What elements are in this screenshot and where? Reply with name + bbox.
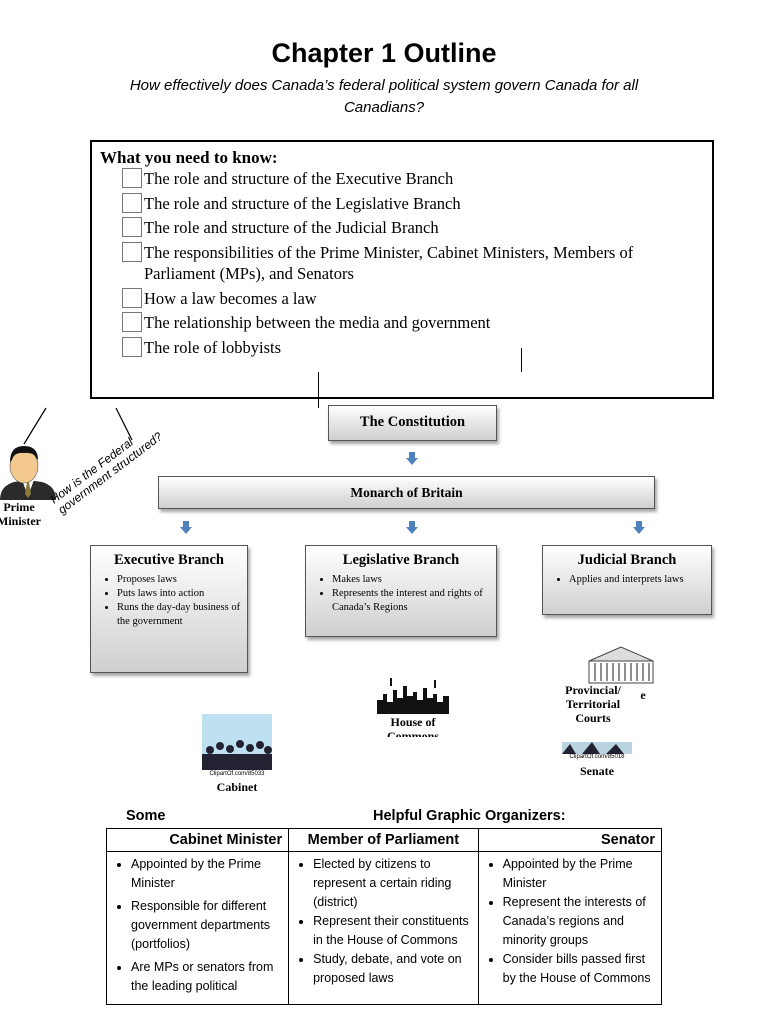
house-of-commons-image [377,678,449,714]
list-item: Represent the interests of Canada’s regi… [503,893,657,950]
checkbox[interactable] [122,242,142,262]
arrow-down-icon [406,521,418,534]
courts-building-image [588,646,654,684]
arrow-down-icon [180,521,192,534]
executive-branch-title: Executive Branch [114,552,224,568]
checklist-item-label: The role and structure of the Judicial B… [144,218,439,237]
list-item: Represents the interest and rights of Ca… [332,587,496,615]
column-header: Cabinet Minister [105,828,290,852]
table-row: Appointed by the Prime Minister Responsi… [105,851,663,1005]
checkbox[interactable] [122,168,142,188]
organizer-table: Cabinet Minister Member of Parliament Se… [105,828,663,1005]
house-of-commons-label: House of Commons [386,715,439,737]
monarch-label: Monarch of Britain [350,485,463,500]
need-to-know-box [90,140,714,399]
checkbox[interactable] [122,312,142,332]
executive-branch-box: Executive Branch Proposes laws Puts laws… [90,545,248,673]
list-item: Study, debate, and vote on proposed laws [313,950,474,988]
checklist-item: The role and structure of the Judicial B… [122,217,439,238]
table-cell: Appointed by the Prime Minister Responsi… [105,851,290,1005]
page-title: Chapter 1 Outline [271,38,497,68]
need-to-know-heading: What you need to know: [100,148,278,167]
checklist-item: The role and structure of the Legislativ… [122,193,461,214]
prime-minister-icon [0,407,133,500]
checklist-item-label: The responsibilities of the Prime Minist… [144,243,634,283]
list-item: Runs the day-day business of the governm… [117,601,247,629]
table-cell: Elected by citizens to represent a certa… [288,851,479,1005]
list-item: Appointed by the Prime Minister [131,855,284,893]
checklist-item: The role of lobbyists [122,337,281,358]
column-header: Senator [477,828,663,852]
prime-minister-label: Prime Minister [0,500,41,528]
checklist-item-label: The role and structure of the Legislativ… [144,194,461,213]
organizer-heading: Helpful Graphic Organizers: [373,808,566,824]
checklist-item: The responsibilities of the Prime Minist… [122,242,682,284]
list-item: Represent their constituents in the Hous… [313,912,474,950]
table-header-row: Cabinet Minister Member of Parliament Se… [105,828,663,852]
cabinet-label: Cabinet [216,780,258,794]
constitution-box: The Constitution [328,405,497,441]
table-cell: Appointed by the Prime Minister Represen… [477,851,663,1005]
courts-label-suffix: e [640,688,646,702]
checklist-item-label: The relationship between the media and g… [144,313,491,332]
senate-image [562,742,632,754]
stray-line [318,372,319,408]
checklist-item-label: How a law becomes a law [144,289,317,308]
legislative-branch-box: Legislative Branch Makes laws Represents… [305,545,497,637]
list-item: Proposes laws [117,573,247,587]
list-item: Applies and interprets laws [569,573,711,587]
checklist-item: How a law becomes a law [122,288,317,309]
cabinet-image-credit: ClipartOf.com/85033 [209,771,265,777]
checklist-item-label: The role of lobbyists [144,338,282,357]
checklist-item: The role and structure of the Executive … [122,168,453,189]
judicial-branch-title: Judicial Branch [577,552,677,568]
constitution-label: The Constitution [359,414,466,430]
judicial-branch-box: Judicial Branch Applies and interprets l… [542,545,712,615]
organizer-left-word: Some [126,808,166,824]
arrow-down-icon [406,452,418,465]
list-item: Are MPs or senators from the leading pol… [131,958,284,996]
cabinet-crowd-image [202,714,272,770]
checkbox[interactable] [122,193,142,213]
arrow-down-icon [633,521,645,534]
checklist-item: The relationship between the media and g… [122,312,490,333]
checkbox[interactable] [122,288,142,308]
list-item: Appointed by the Prime Minister [503,855,657,893]
senate-image-credit: ClipartOf.com/85018 [569,754,625,760]
list-item: Consider bills passed first by the House… [503,950,657,988]
page-subtitle: How effectively does Canada’s federal po… [129,77,639,116]
list-item: Responsible for different government dep… [131,897,284,954]
list-item: Makes laws [332,573,496,587]
monarch-box: Monarch of Britain [158,476,655,509]
list-item: Puts laws into action [117,587,247,601]
checkbox[interactable] [122,337,142,357]
list-item: Elected by citizens to represent a certa… [313,855,474,912]
checklist-item-label: The role and structure of the Executive … [144,169,454,188]
courts-label: Provincial/ Territorial Courts [565,683,621,725]
column-header: Member of Parliament [288,828,479,852]
stray-line [521,348,522,372]
senate-label: Senate [580,764,614,778]
checkbox[interactable] [122,217,142,237]
legislative-branch-title: Legislative Branch [342,552,460,568]
